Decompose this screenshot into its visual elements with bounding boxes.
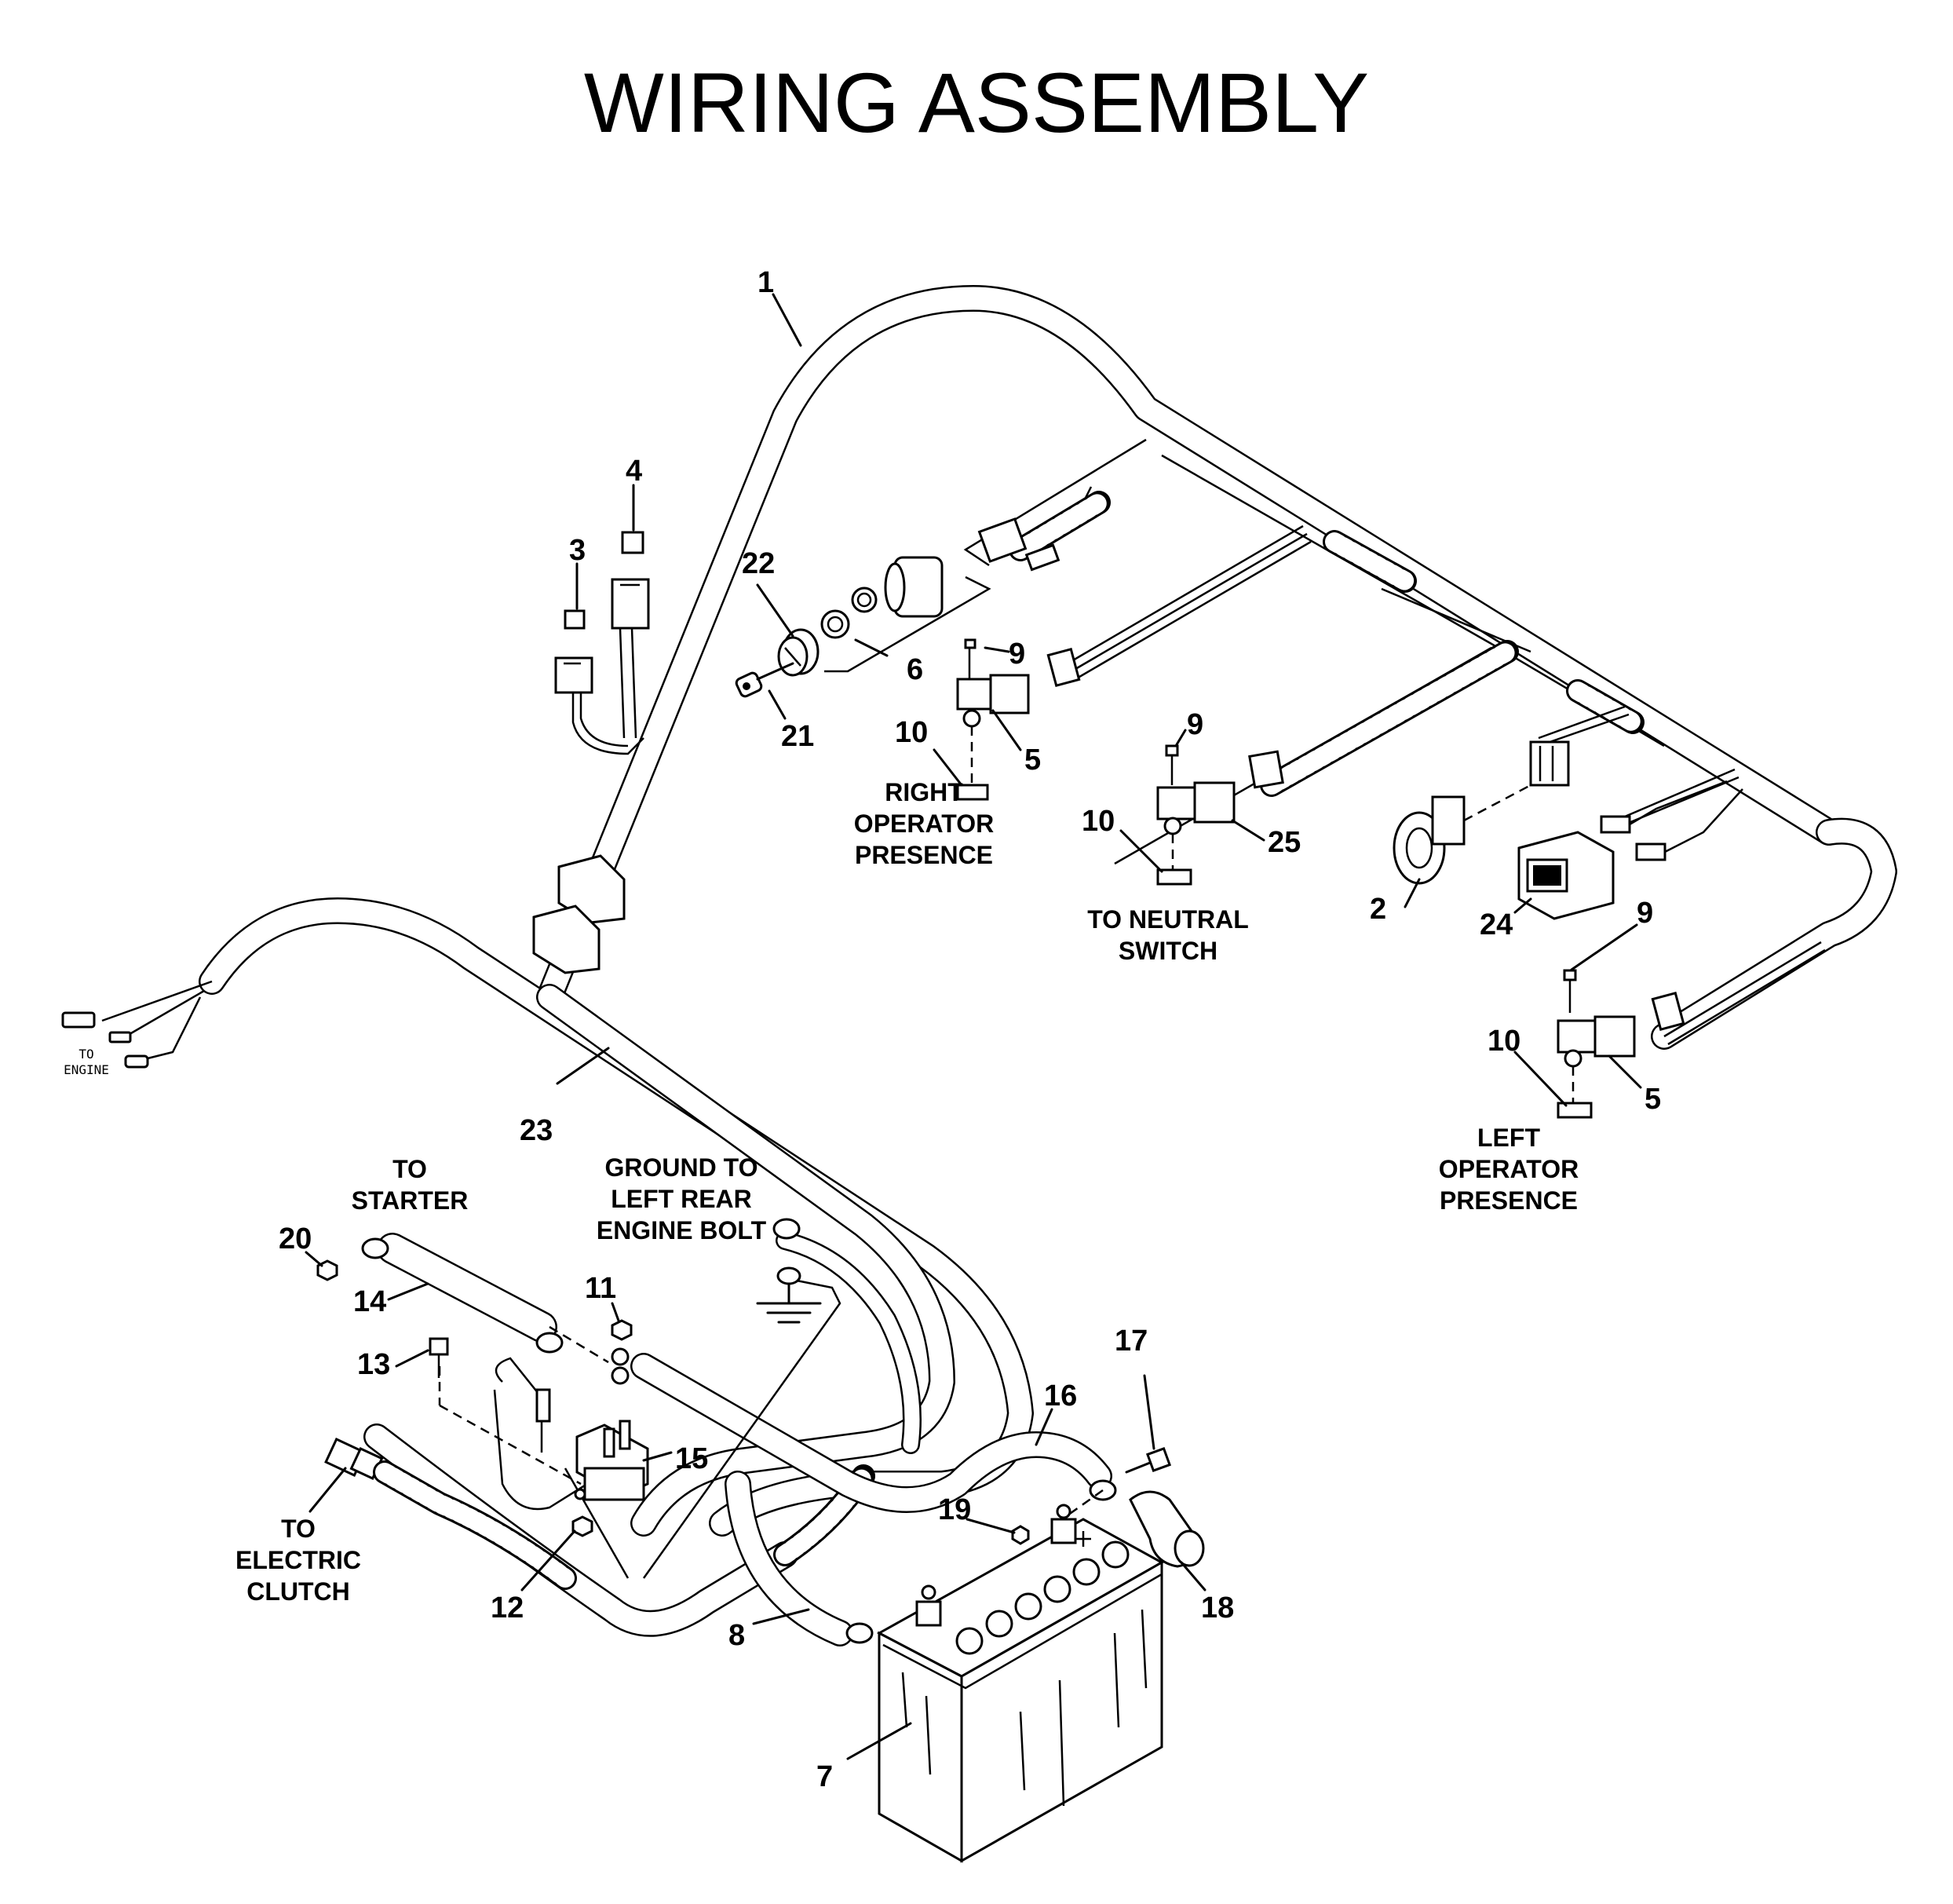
callout-9-neutral: 9 [1187, 708, 1203, 741]
harness-boots [532, 854, 626, 974]
callout-14: 14 [353, 1285, 386, 1318]
callout-11: 11 [585, 1272, 616, 1305]
callout-24: 24 [1480, 908, 1513, 941]
label-engine-1: TO [78, 1047, 93, 1062]
diagram-title: WIRING ASSEMBLY [584, 55, 1369, 150]
left-operator-switch [1557, 969, 1685, 1119]
callout-20: 20 [279, 1222, 312, 1255]
callout-8: 8 [728, 1619, 745, 1652]
label-neutral-1: TO NEUTRAL [1087, 905, 1249, 934]
ignition-key [735, 662, 794, 698]
fuse-wires [571, 627, 644, 755]
label-left-operator-2: OPERATOR [1439, 1155, 1579, 1183]
side-connectors [1600, 780, 1743, 861]
label-clutch-3: CLUTCH [246, 1577, 350, 1606]
callout-23: 23 [520, 1114, 553, 1147]
battery [876, 1504, 1165, 1863]
hour-meter [1517, 831, 1615, 920]
lower-harness [199, 897, 1112, 1646]
label-ground-2: LEFT REAR [611, 1185, 752, 1213]
callout-5-right: 5 [1024, 744, 1041, 777]
callout-9-left: 9 [1637, 897, 1653, 930]
label-clutch-2: ELECTRIC [235, 1546, 361, 1574]
callout-1: 1 [757, 266, 774, 299]
battery-hardware [1011, 1446, 1205, 1568]
label-starter-2: STARTER [352, 1186, 469, 1215]
callout-16: 16 [1044, 1380, 1077, 1412]
fuse-4 [611, 531, 650, 630]
label-right-operator-3: PRESENCE [855, 841, 993, 869]
clutch-connector [324, 1438, 577, 1590]
callout-15: 15 [675, 1442, 708, 1475]
label-ground-3: ENGINE BOLT [597, 1216, 767, 1244]
engine-connectors [61, 980, 213, 1069]
label-clutch-1: TO [281, 1515, 316, 1543]
callout-10-left: 10 [1488, 1025, 1520, 1058]
callout-5-left: 5 [1645, 1083, 1661, 1116]
callout-10-neutral: 10 [1082, 805, 1115, 838]
callout-4: 4 [626, 455, 642, 488]
callout-18: 18 [1201, 1592, 1234, 1624]
label-left-operator-3: PRESENCE [1440, 1186, 1578, 1215]
callout-25: 25 [1268, 826, 1301, 859]
callout-17: 17 [1115, 1325, 1148, 1358]
ground-symbol-icon [756, 1282, 822, 1324]
callout-2: 2 [1370, 893, 1386, 926]
leader-lines [305, 293, 1642, 1760]
label-right-operator-2: OPERATOR [854, 809, 994, 838]
callout-22: 22 [742, 547, 775, 580]
callout-7: 7 [816, 1760, 833, 1793]
label-engine-2: ENGINE [64, 1062, 109, 1077]
label-starter-1: TO [392, 1155, 427, 1183]
neutral-switch [1156, 744, 1284, 886]
label-ground-1: GROUND TO [605, 1153, 758, 1182]
callout-10-right: 10 [895, 716, 928, 749]
callout-12: 12 [491, 1592, 524, 1624]
label-right-operator-1: RIGHT [885, 778, 963, 806]
label-left-operator-1: LEFT [1477, 1124, 1540, 1152]
right-operator-switch [956, 638, 1081, 801]
callout-numbers: 1 2 3 4 5 5 6 7 8 9 9 9 10 10 10 11 12 1… [279, 266, 1661, 1793]
text-labels: RIGHT OPERATOR PRESENCE TO NEUTRAL SWITC… [64, 778, 1579, 1606]
callout-9-right: 9 [1009, 638, 1025, 671]
cable-eyes [361, 1218, 1117, 1644]
callout-6: 6 [907, 653, 923, 686]
bolt-13 [429, 1337, 449, 1378]
callout-21: 21 [781, 720, 814, 753]
label-neutral-2: SWITCH [1119, 937, 1217, 965]
callout-3: 3 [569, 534, 586, 567]
alarm [1393, 740, 1570, 885]
main-harness [536, 285, 1897, 1050]
fuse-3 [554, 609, 593, 694]
wire-bundles [1009, 486, 1826, 1046]
starter-solenoid [438, 1325, 649, 1501]
callout-13: 13 [357, 1348, 390, 1381]
callout-19: 19 [938, 1493, 971, 1526]
